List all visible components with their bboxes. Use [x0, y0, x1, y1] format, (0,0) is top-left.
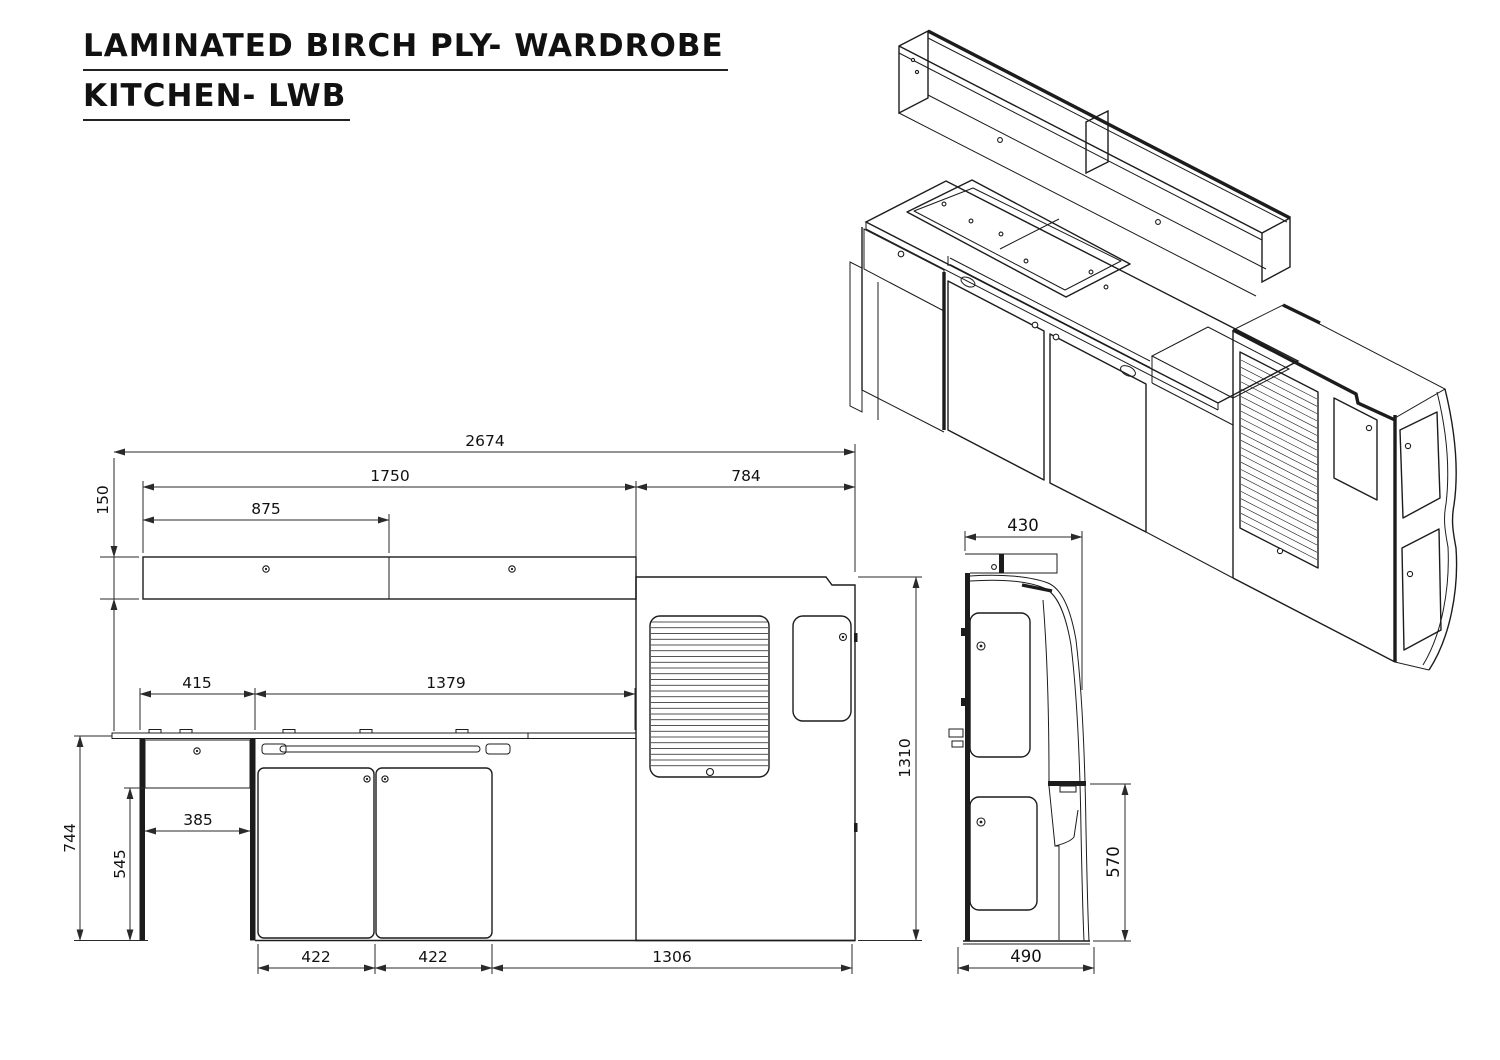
dim-label-side-base-depth: 490: [1010, 947, 1042, 966]
iso-side-window-lower: [1401, 528, 1442, 651]
dim-label-overall-width: 2674: [465, 432, 504, 450]
drawing-title: LAMINATED BIRCH PLY- WARDROBE KITCHEN- L…: [83, 28, 728, 128]
front-door-right: [375, 767, 493, 939]
front-desk-left-post: [139, 738, 145, 941]
dim-label-worktop-width: 1379: [426, 674, 465, 692]
front-tambour-grille: [649, 615, 770, 778]
dim-label-top-right-width: 784: [731, 467, 761, 485]
side-door-lower: [969, 796, 1038, 911]
dim-label-desk-clear-width: 385: [183, 811, 213, 829]
front-desk-drawer: [144, 739, 251, 789]
isometric-view: [849, 29, 1458, 671]
dim-label-wardrobe-width: 1306: [652, 948, 691, 966]
front-wardrobe-panel: [635, 576, 856, 942]
front-dimensions: 2674 1750 784 875 150 415 1379 385 744: [61, 432, 922, 974]
iso-locker-right-endcap: [1261, 216, 1291, 284]
dim-label-right-door-width: 422: [418, 948, 448, 966]
side-door-upper: [969, 612, 1031, 758]
dim-label-side-lower-height: 570: [1104, 846, 1123, 878]
iso-van-wall-outer: [1428, 388, 1458, 671]
dim-label-worktop-height: 744: [61, 823, 79, 853]
iso-flap-handle-left: [960, 276, 976, 288]
iso-door-right: [1049, 333, 1147, 533]
iso-locker-divider: [1085, 109, 1109, 175]
iso-flap-handle-right: [1120, 365, 1136, 377]
front-grille-slats: [651, 621, 768, 767]
iso-front-window: [1333, 397, 1378, 501]
dim-label-locker-door: 875: [251, 500, 281, 518]
iso-towel-rail: [947, 256, 1153, 370]
front-towel-rail: [261, 743, 287, 755]
iso-tambour-grille: [1239, 351, 1319, 569]
side-wall-outer: [969, 574, 1090, 942]
front-door-left: [257, 767, 375, 939]
iso-door-left: [947, 280, 1045, 481]
title-line-1: LAMINATED BIRCH PLY- WARDROBE: [83, 28, 728, 71]
iso-sink-recess: [906, 179, 1131, 298]
iso-side-window-upper: [1399, 411, 1441, 519]
side-wall-inner: [969, 579, 1085, 942]
dim-label-locker-run: 1750: [370, 467, 409, 485]
side-wheel-arch: [1048, 785, 1079, 940]
iso-van-wall-inner: [1422, 391, 1449, 666]
front-worktop: [111, 732, 637, 739]
dim-label-desk-width: 415: [182, 674, 212, 692]
dim-label-locker-height: 150: [94, 485, 112, 515]
side-back-panel: [965, 573, 970, 941]
iso-worktop: [864, 180, 1300, 404]
iso-locker-back-rail: [927, 29, 1291, 220]
front-window-door: [792, 615, 852, 722]
side-dimensions: 430 570 490: [957, 516, 1131, 974]
dim-label-side-top-depth: 430: [1007, 516, 1039, 535]
title-line-2: KITCHEN- LWB: [83, 78, 351, 121]
iso-locker-left-endcap: [898, 29, 929, 115]
dim-label-left-door-width: 422: [301, 948, 331, 966]
side-shelf: [1048, 781, 1086, 786]
front-elevation-view: [111, 556, 858, 942]
dim-label-wardrobe-height: 1310: [896, 738, 914, 777]
iso-grille-slats: [1240, 359, 1318, 560]
dim-label-under-drawer-height: 545: [111, 849, 129, 879]
front-desk-right-post: [250, 738, 256, 941]
side-elevation-view: [948, 553, 1090, 945]
